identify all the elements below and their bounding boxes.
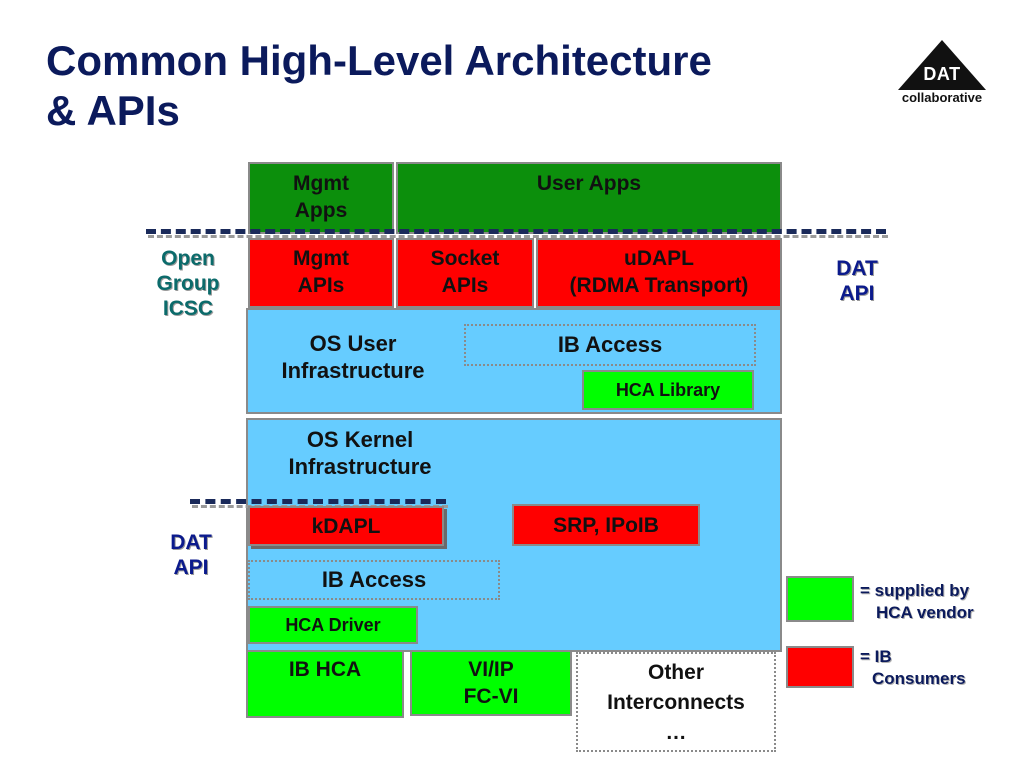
ib-access-kernel-label: IB Access — [321, 567, 427, 592]
open-group-line2: Group — [156, 272, 220, 295]
mgmt-apps-line1: Mgmt — [293, 172, 349, 195]
hca-driver-label: HCA Driver — [285, 615, 381, 635]
socket-apis-box: Socket APIs — [396, 238, 534, 308]
dat-api-left-label: DAT API — [146, 530, 236, 580]
dat-api-right-line2: API — [839, 282, 875, 305]
legend-hca-vendor-swatch — [786, 576, 854, 622]
dat-api-right-label: DAT API — [812, 256, 902, 306]
dat-collaborative-logo: DAT collaborative — [888, 38, 996, 110]
open-group-icsc-label: Open Group ICSC — [140, 246, 236, 321]
vi-ip-line1: VI/IP — [468, 658, 514, 681]
open-group-line1: Open — [161, 247, 215, 270]
os-kernel-line2: Infrastructure — [288, 454, 432, 479]
hca-library-box: HCA Library — [582, 370, 754, 410]
udapl-line2: (RDMA Transport) — [569, 274, 749, 297]
other-interconnects-line1: Other — [647, 661, 704, 684]
dat-api-lower-boundary-line — [190, 499, 448, 508]
socket-apis-line1: Socket — [430, 247, 500, 270]
other-interconnects-line3: … — [665, 721, 687, 744]
dat-api-left-line2: API — [173, 556, 209, 579]
legend-ib-consumers-line2: Consumers — [872, 669, 966, 688]
mgmt-apps-line2: Apps — [294, 199, 348, 222]
mgmt-apps-box: Mgmt Apps — [248, 162, 394, 234]
open-group-line3: ICSC — [162, 297, 214, 320]
ib-hca-label: IB HCA — [288, 658, 362, 681]
other-interconnects-box: Other Interconnects … — [576, 652, 776, 752]
user-apps-label: User Apps — [536, 172, 642, 195]
kdapl-box: kDAPL — [248, 506, 444, 546]
vi-ip-line2: FC-VI — [463, 685, 519, 708]
dat-api-right-line1: DAT — [836, 257, 878, 280]
slide-title-line1: Common High-Level Architecture — [46, 37, 712, 84]
slide-title-line2: & APIs — [46, 87, 180, 134]
legend-ib-consumers-text: = IB Consumers — [860, 646, 1010, 690]
mgmt-apis-box: Mgmt APIs — [248, 238, 394, 308]
legend-hca-vendor-line1: = supplied by — [860, 581, 970, 600]
kdapl-label: kDAPL — [311, 514, 381, 538]
mgmt-apis-line2: APIs — [297, 274, 345, 297]
srp-ipoib-box: SRP, IPoIB — [512, 504, 700, 546]
vi-ip-box: VI/IP FC-VI — [410, 650, 572, 716]
socket-apis-line2: APIs — [441, 274, 489, 297]
logo-main-text: DAT — [923, 64, 961, 84]
os-user-infrastructure-label: OS User Infrastructure — [256, 330, 450, 390]
dat-api-left-line1: DAT — [170, 531, 212, 554]
logo-triangle-icon — [898, 40, 986, 90]
dat-api-upper-boundary-line — [146, 229, 888, 238]
hca-library-label: HCA Library — [615, 380, 721, 400]
ib-access-user-box: IB Access — [464, 324, 756, 366]
ib-access-kernel-box: IB Access — [248, 560, 500, 600]
slide-title: Common High-Level Architecture & APIs — [46, 36, 846, 136]
legend-ib-consumers-line1: = IB — [860, 647, 892, 666]
srp-ipoib-label: SRP, IPoIB — [553, 513, 659, 537]
os-kernel-infrastructure-label: OS Kernel Infrastructure — [262, 426, 458, 482]
mgmt-apis-line1: Mgmt — [293, 247, 349, 270]
os-user-line2: Infrastructure — [281, 358, 425, 383]
legend-ib-consumers-swatch — [786, 646, 854, 688]
logo-sub-text: collaborative — [901, 90, 983, 105]
user-apps-box: User Apps — [396, 162, 782, 234]
ib-hca-box: IB HCA — [246, 650, 404, 718]
hca-driver-box: HCA Driver — [248, 606, 418, 644]
udapl-box: uDAPL (RDMA Transport) — [536, 238, 782, 308]
legend-hca-vendor-line2: HCA vendor — [876, 603, 974, 622]
os-kernel-line1: OS Kernel — [306, 427, 414, 452]
legend-hca-vendor-text: = supplied by HCA vendor — [860, 580, 1010, 624]
udapl-line1: uDAPL — [624, 247, 694, 270]
os-user-line1: OS User — [309, 331, 397, 356]
other-interconnects-line2: Interconnects — [607, 691, 745, 714]
ib-access-user-label: IB Access — [557, 332, 663, 357]
